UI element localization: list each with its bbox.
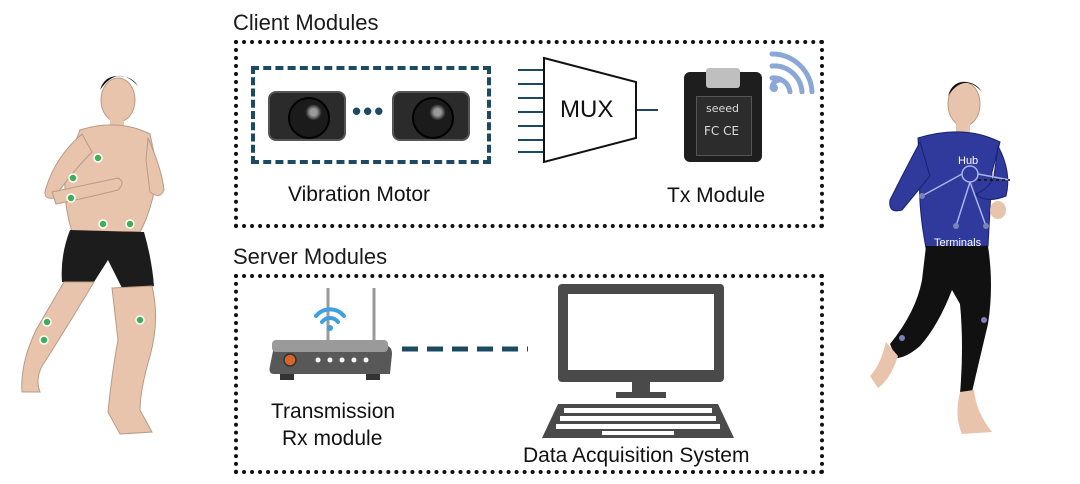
client-modules-title: Client Modules (233, 10, 379, 35)
vibration-motor-icon (268, 91, 346, 141)
tx-module-label: Tx Module (667, 184, 766, 207)
router-icon (269, 288, 392, 380)
left-runner-figure (21, 75, 165, 435)
terminals-label: Terminals (934, 237, 982, 249)
mux-icon (518, 56, 658, 164)
vibration-motor-group (251, 66, 491, 164)
computer-icon (558, 284, 724, 398)
right-runner-figure: Hub Terminals (870, 81, 1011, 434)
mux-label: MUX (560, 96, 614, 123)
hub-label: Hub (958, 155, 978, 167)
tx-board-icon: seeed FC CE (684, 68, 762, 162)
keyboard-icon (542, 404, 734, 438)
vibration-motor-icon (392, 91, 470, 141)
vibration-motor-label: Vibration Motor (288, 183, 431, 206)
server-modules-title: Server Modules (233, 244, 388, 269)
rx-label-line2: Rx module (282, 427, 383, 450)
connection-dashed-line (402, 346, 528, 352)
daq-label: Data Acquisition System (523, 444, 750, 467)
wireless-icon (769, 51, 815, 94)
rx-label-line1: Transmission (271, 400, 396, 423)
board-brand-label: seeed (706, 102, 740, 115)
client-modules-box (234, 40, 824, 228)
server-modules-box (234, 274, 824, 474)
board-fcc-mark: FC CE (704, 124, 740, 138)
ellipsis-dots: ••• (352, 96, 386, 126)
